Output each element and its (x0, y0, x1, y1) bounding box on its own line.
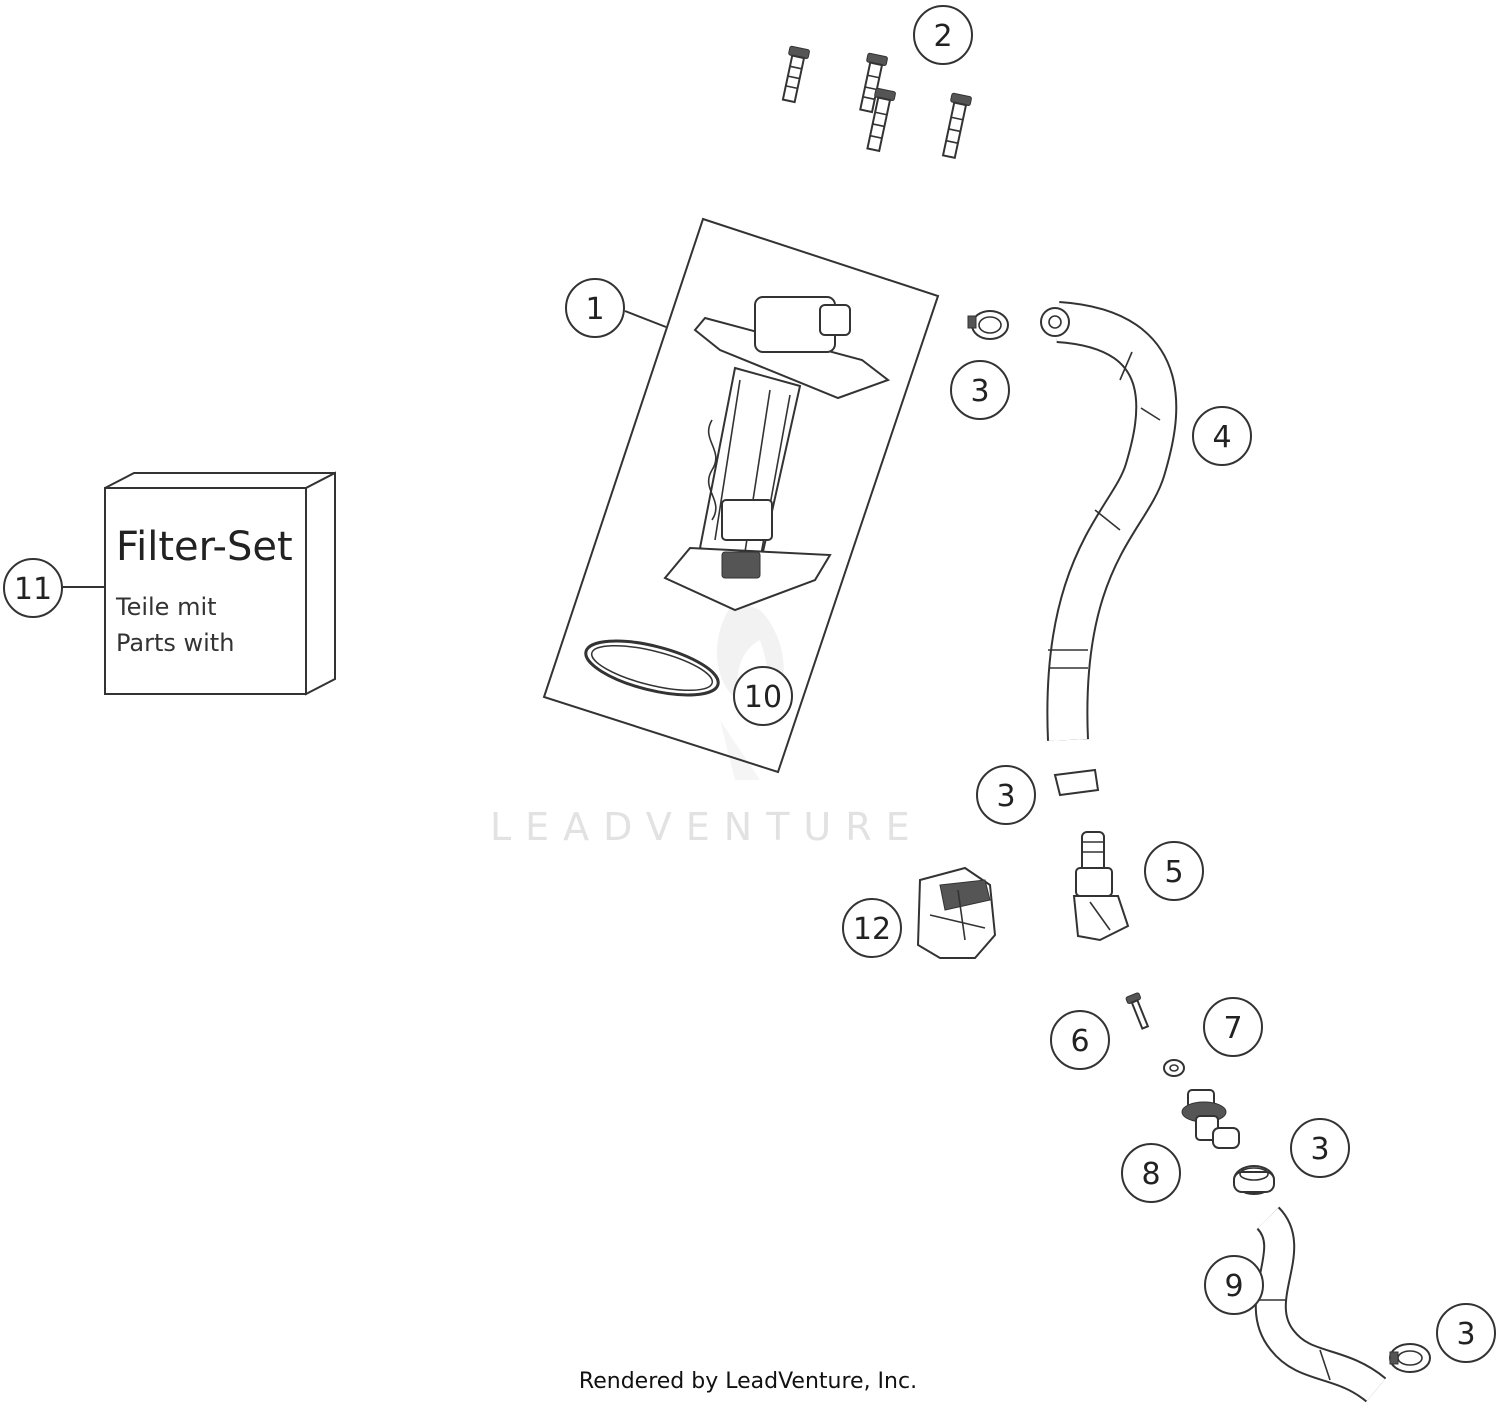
fuel-pump-part (663, 296, 891, 612)
svg-text:3: 3 (996, 779, 1015, 814)
callout-7: 7 (1203, 997, 1263, 1057)
footer-credit: Rendered by LeadVenture, Inc. (579, 1369, 917, 1394)
svg-text:8: 8 (1141, 1157, 1160, 1192)
filter-set-line-1: Teile mit (115, 593, 217, 621)
filter-set-line-2: Parts with (116, 629, 234, 657)
svg-text:2: 2 (933, 19, 952, 54)
filter-set-title: Filter-Set (116, 524, 293, 570)
fitting-part (1181, 1089, 1240, 1149)
quick-connector-part (1072, 831, 1130, 942)
washer-part (1163, 1059, 1185, 1077)
watermark-text: LEADVENTURE (490, 805, 924, 849)
svg-text:4: 4 (1212, 420, 1231, 455)
callout-12: 12 (842, 898, 902, 958)
filter-set-box: Filter-Set Teile mit Parts with (104, 471, 336, 696)
callout-5: 5 (1144, 841, 1204, 901)
bolts-part (781, 45, 972, 160)
callout-1: 1 (565, 278, 625, 338)
sensor-connector-part (916, 866, 997, 959)
svg-text:9: 9 (1224, 1269, 1243, 1304)
callout-3-top: 3 (950, 360, 1010, 420)
callout-3-lower: 3 (1290, 1118, 1350, 1178)
callout-8: 8 (1121, 1143, 1181, 1203)
svg-text:3: 3 (1310, 1132, 1329, 1167)
svg-text:5: 5 (1164, 855, 1183, 890)
callout-9: 9 (1204, 1255, 1264, 1315)
callout-10: 10 (733, 666, 793, 726)
o-ring-part (584, 639, 720, 697)
svg-text:1: 1 (585, 292, 604, 327)
watermark: LEADVENTURE (490, 600, 924, 849)
callout-6: 6 (1050, 1010, 1110, 1070)
clamp-part-middle (1053, 768, 1100, 797)
svg-text:3: 3 (970, 374, 989, 409)
callout-3-bottom: 3 (1436, 1303, 1496, 1363)
clamp-part-bottom (1389, 1343, 1431, 1373)
watermark-flame-icon (716, 600, 784, 780)
clamp-part-top (967, 310, 1009, 340)
clamp-part-lower (1233, 1165, 1275, 1195)
fuel-hose-part (1040, 301, 1178, 741)
svg-text:11: 11 (14, 572, 52, 607)
callout-11: 11 (3, 558, 63, 618)
fuel-pump-assembly-frame (542, 217, 940, 774)
callout-4: 4 (1192, 406, 1252, 466)
return-hose-part (1254, 1206, 1387, 1403)
callout-2: 2 (913, 5, 973, 65)
svg-text:12: 12 (853, 912, 891, 947)
screw-part (1125, 992, 1150, 1030)
callout-3-middle: 3 (976, 765, 1036, 825)
svg-text:7: 7 (1223, 1011, 1242, 1046)
svg-text:3: 3 (1456, 1317, 1475, 1352)
svg-text:10: 10 (744, 680, 782, 715)
svg-text:6: 6 (1070, 1024, 1089, 1059)
